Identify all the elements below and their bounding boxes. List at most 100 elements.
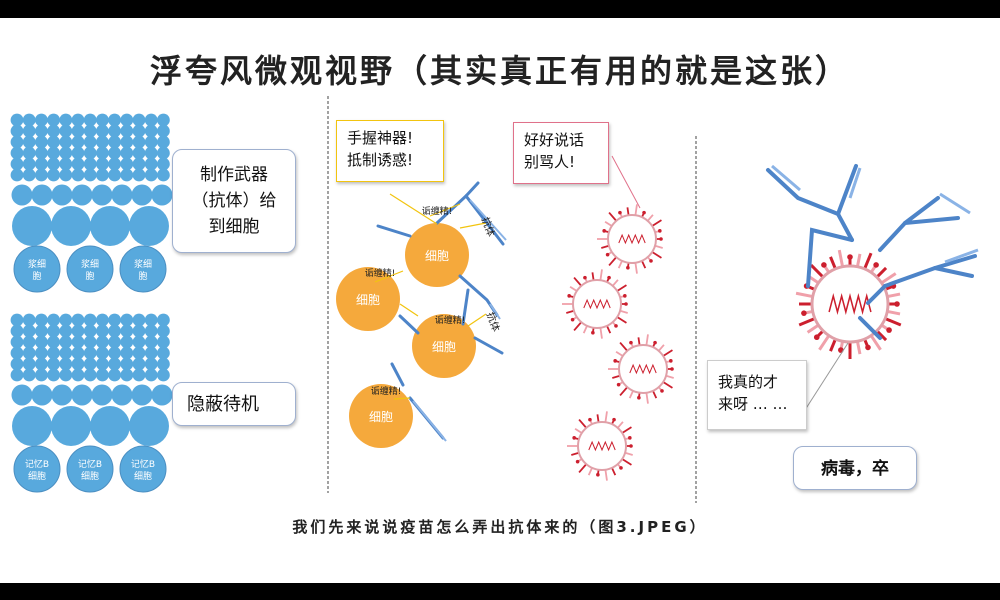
virus-spike <box>651 219 662 227</box>
tempt-label: 诟缠精! <box>435 314 466 326</box>
small-cell <box>157 335 170 349</box>
spike-tip <box>628 436 632 440</box>
virus-spike <box>587 467 593 476</box>
small-cell <box>59 324 73 338</box>
small-cell <box>132 313 146 327</box>
virus-spike <box>612 279 619 287</box>
small-cell <box>83 357 97 371</box>
small-cell <box>47 168 60 182</box>
small-cell <box>47 368 60 382</box>
medium-cell <box>71 184 93 206</box>
cell-label: 细胞 <box>369 410 393 424</box>
antibody-light-chain-group <box>412 199 507 442</box>
virus-spike <box>604 220 613 227</box>
virus-spike <box>578 463 587 474</box>
slide-title: 浮夸风微观视野（其实真正有用的就是这张） <box>149 52 850 90</box>
small-cell <box>96 346 109 360</box>
large-cell <box>90 206 130 246</box>
small-cell <box>96 168 109 182</box>
cell-label: 细胞 <box>432 340 456 354</box>
virus-spike <box>863 252 873 270</box>
small-cell <box>96 335 109 349</box>
virus-spike <box>795 291 814 299</box>
small-cell <box>132 357 146 371</box>
virus-envelope <box>810 264 890 344</box>
small-cell <box>10 146 24 160</box>
plasma-cell <box>119 245 167 293</box>
spike-tip <box>658 229 662 233</box>
virus-spike <box>619 386 628 397</box>
virus-spike <box>880 272 897 285</box>
virus-spike <box>612 374 621 379</box>
small-cell <box>59 335 73 349</box>
memory-b-cell-label: 记忆B <box>25 458 49 470</box>
virus-spike <box>566 309 575 314</box>
spike-tip <box>801 310 807 316</box>
memory-b-cell-label: 记忆B <box>131 458 155 470</box>
small-cell <box>10 135 24 149</box>
virus-rna <box>588 440 616 452</box>
virus-spike <box>616 316 627 324</box>
verdict-box: 病毒，卒 <box>793 446 917 490</box>
small-cell <box>59 357 73 371</box>
large-cell <box>51 406 91 446</box>
small-cell <box>108 313 121 327</box>
medium-cell <box>131 384 153 406</box>
small-cell <box>108 113 121 127</box>
spike-tip <box>567 294 571 298</box>
virus-spike <box>641 260 647 269</box>
small-cell <box>144 357 158 371</box>
spike-tip <box>619 466 623 470</box>
small-cell <box>83 313 97 327</box>
spike-tip <box>616 382 621 387</box>
virus-envelope <box>618 344 668 394</box>
small-cell <box>157 313 170 327</box>
virus-spike <box>621 426 632 434</box>
large-cell <box>90 406 130 446</box>
spike-tip <box>847 254 853 260</box>
virus-spike <box>606 325 612 334</box>
small-cell <box>22 368 36 382</box>
small-cell <box>22 168 36 182</box>
small-cell <box>83 346 97 360</box>
spike-tip <box>873 262 879 268</box>
virus-spike <box>855 253 862 268</box>
small-cell <box>96 135 109 149</box>
virus-spike <box>652 390 658 399</box>
small-cell <box>35 346 48 360</box>
spike-tip <box>659 237 663 241</box>
antibody <box>376 224 412 238</box>
virus-rna <box>828 293 872 315</box>
small-cell <box>35 324 48 338</box>
small-cell <box>120 368 134 382</box>
small-cell <box>22 335 36 349</box>
small-cell <box>71 368 85 382</box>
small-cell <box>47 135 60 149</box>
plasma-cell-label: 胞 <box>32 270 41 282</box>
small-cell <box>10 124 24 138</box>
virus-speech-line1: 好好说话 <box>524 131 585 149</box>
virus-rna <box>583 298 611 310</box>
virus-spike <box>829 256 837 270</box>
small-cell <box>59 313 73 327</box>
large-cell <box>51 206 91 246</box>
small-cell <box>157 324 170 338</box>
small-cell <box>120 313 134 327</box>
virus-spike <box>665 374 674 379</box>
small-cell <box>35 157 48 171</box>
virus-spike <box>628 390 634 399</box>
small-cell <box>157 168 170 182</box>
cell-label: 细胞 <box>356 293 380 307</box>
virus-spike <box>875 266 888 279</box>
small-cell <box>22 135 36 149</box>
small-cell <box>132 135 146 149</box>
medium-cell <box>51 184 73 206</box>
small-cell <box>120 124 134 138</box>
virus-envelope <box>607 214 657 264</box>
small-cell <box>108 135 121 149</box>
small-cell <box>22 313 36 327</box>
small-cell <box>157 146 170 160</box>
weapon-box-line2: （抗体）给 <box>191 191 277 211</box>
small-cell <box>10 113 24 127</box>
spike-tip <box>629 444 633 448</box>
